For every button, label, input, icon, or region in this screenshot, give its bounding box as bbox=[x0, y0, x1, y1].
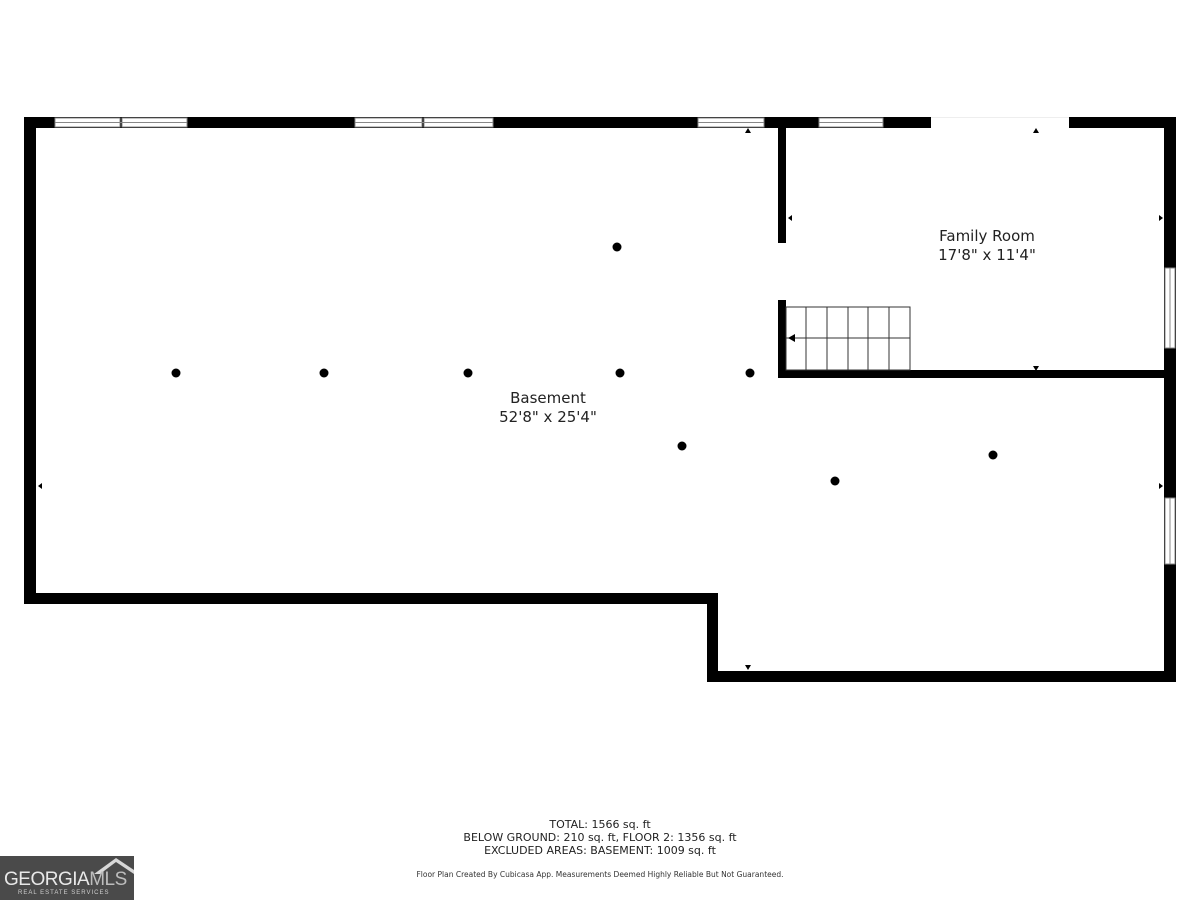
roof-icon bbox=[94, 858, 134, 874]
area-summary: TOTAL: 1566 sq. ft BELOW GROUND: 210 sq.… bbox=[400, 818, 800, 857]
room-name: Family Room bbox=[939, 227, 1035, 245]
stair-direction-arrow-icon bbox=[788, 334, 795, 342]
logo-tagline: REAL ESTATE SERVICES bbox=[18, 890, 110, 896]
area-breakdown: BELOW GROUND: 210 sq. ft, FLOOR 2: 1356 … bbox=[463, 831, 737, 844]
logo-wordmark: GEORGIAMLS bbox=[4, 869, 127, 890]
ceiling-lights bbox=[171, 242, 998, 486]
room-dimensions: 52'8" x 25'4" bbox=[499, 408, 597, 426]
room-label-family-room: Family Room 17'8" x 11'4" bbox=[907, 227, 1067, 265]
excluded-areas: EXCLUDED AREAS: BASEMENT: 1009 sq. ft bbox=[484, 844, 716, 857]
room-label-basement: Basement 52'8" x 25'4" bbox=[468, 389, 628, 427]
room-name: Basement bbox=[510, 389, 586, 407]
measurement-markers bbox=[38, 128, 1163, 670]
wall-opening bbox=[931, 117, 1069, 128]
room-dimensions: 17'8" x 11'4" bbox=[938, 246, 1036, 264]
disclaimer: Floor Plan Created By Cubicasa App. Meas… bbox=[416, 870, 784, 879]
stairs bbox=[785, 306, 911, 371]
georgia-mls-logo: GEORGIAMLS REAL ESTATE SERVICES bbox=[0, 856, 134, 900]
total-area: TOTAL: 1566 sq. ft bbox=[549, 818, 651, 831]
windows bbox=[54, 117, 1176, 565]
